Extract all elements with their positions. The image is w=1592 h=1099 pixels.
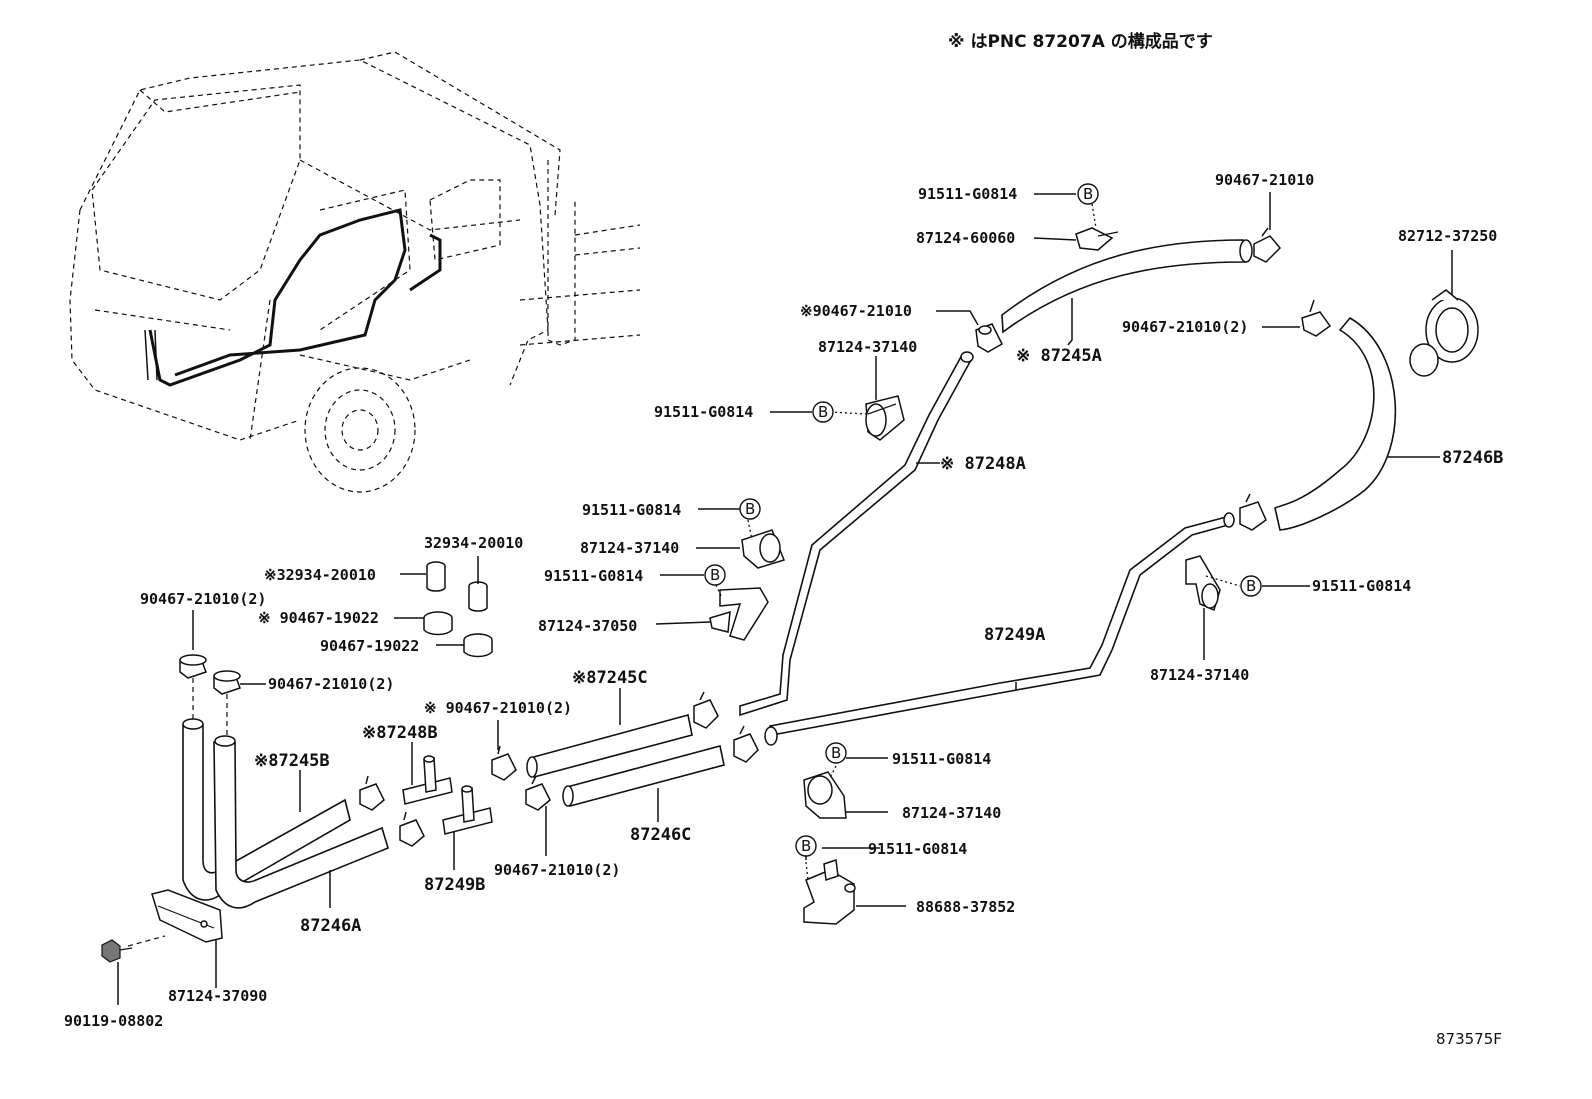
part-label: 90467-21010(2)	[268, 675, 394, 693]
part-label: 82712-37250	[1398, 227, 1497, 245]
clamp-icon	[491, 745, 517, 781]
part-label: ※87245B	[254, 751, 330, 771]
part-label: 90467-21010(2)	[494, 861, 620, 879]
bracket-icon	[741, 529, 785, 569]
clamp-icon	[1409, 289, 1479, 377]
clamp-icon	[975, 323, 1003, 353]
hose-87246B	[1274, 316, 1397, 531]
clamp-icon	[423, 611, 453, 636]
svg-text:B: B	[1083, 185, 1093, 203]
hoses	[182, 239, 1397, 909]
part-label: 91511-G0814	[544, 567, 643, 585]
b-marker: B	[739, 498, 761, 520]
part-label: 90119-08802	[64, 1012, 163, 1030]
part-label: 87246A	[300, 916, 361, 936]
part-label: 90467-21010(2)	[1122, 318, 1248, 336]
part-label: ※32934-20010	[264, 566, 376, 584]
part-label: 91511-G0814	[868, 840, 967, 858]
clamps	[179, 227, 1479, 847]
clamp-icon	[463, 633, 493, 658]
part-label: ※ 90467-21010(2)	[424, 699, 572, 717]
part-label: 87246C	[630, 825, 691, 845]
b-marker: B	[795, 835, 817, 857]
b-marker: B	[825, 742, 847, 764]
part-label: 90467-19022	[320, 637, 419, 655]
part-label: 91511-G0814	[918, 185, 1017, 203]
b-markers: B B B B B B B	[704, 183, 1262, 857]
hose-87246A	[213, 741, 389, 909]
svg-text:B: B	[801, 837, 811, 855]
leader-lines	[117, 192, 1453, 1005]
part-label: ※87248B	[362, 723, 438, 743]
b-marker: B	[1240, 575, 1262, 597]
drawing-code: 873575F	[1436, 1030, 1502, 1048]
bracket-icon	[803, 858, 856, 925]
bracket-icon	[1185, 555, 1221, 612]
clamp-icon	[525, 775, 551, 811]
clamp-icon	[1253, 227, 1282, 263]
part-label: ※ 87245A	[1016, 346, 1102, 366]
part-label: 91511-G0814	[654, 403, 753, 421]
component-note: ※ はPNC 87207A の構成品です	[948, 31, 1213, 52]
bolt-icon	[101, 939, 133, 963]
part-label: 87124-37140	[580, 539, 679, 557]
cap-icon	[468, 581, 488, 612]
b-marker: B	[1077, 183, 1099, 205]
b-marker: B	[812, 401, 834, 423]
clamp-icon	[1075, 227, 1119, 251]
svg-text:B: B	[1246, 577, 1256, 595]
bracket-icon	[709, 587, 769, 641]
part-label: 87124-37090	[168, 987, 267, 1005]
b-marker: B	[704, 564, 726, 586]
svg-text:B: B	[831, 744, 841, 762]
part-label: ※90467-21010	[800, 302, 912, 320]
clamp-icon	[1239, 493, 1267, 531]
cap-icon	[426, 561, 446, 592]
clamp-icon	[399, 811, 425, 847]
part-label: 87246B	[1442, 448, 1503, 468]
hose-87248A	[739, 353, 973, 717]
part-label: 87249A	[984, 625, 1045, 645]
clamp-icon	[359, 775, 385, 811]
svg-text:B: B	[818, 403, 828, 421]
part-label: 91511-G0814	[892, 750, 991, 768]
clamp-icon	[693, 691, 719, 729]
part-label: 87124-60060	[916, 229, 1015, 247]
part-label: 87249B	[424, 875, 485, 895]
part-label: ※ 90467-19022	[258, 609, 379, 627]
caps-joints	[402, 561, 493, 835]
part-label: ※ 87248A	[940, 454, 1026, 474]
t-joint-icon	[442, 785, 493, 835]
clamp-icon	[179, 654, 207, 679]
bracket-icon	[151, 889, 223, 943]
part-label: 91511-G0814	[1312, 577, 1411, 595]
truck-illustration	[69, 51, 641, 493]
clamp-icon	[1301, 299, 1332, 337]
svg-text:B: B	[745, 500, 755, 518]
part-label: ※87245C	[572, 668, 648, 688]
part-label: 87124-37140	[902, 804, 1001, 822]
part-label: 88688-37852	[916, 898, 1015, 916]
note-text: ※ はPNC 87207A の構成品です	[948, 31, 1213, 52]
part-label: 90467-21010	[1215, 171, 1314, 189]
clamp-icon	[733, 725, 759, 763]
brackets	[101, 395, 1221, 963]
part-label: 91511-G0814	[582, 501, 681, 519]
hose-87245B	[182, 724, 351, 901]
bracket-icon	[865, 395, 905, 441]
part-label: 87124-37140	[1150, 666, 1249, 684]
part-label: 87124-37050	[538, 617, 637, 635]
part-label: 87124-37140	[818, 338, 917, 356]
clamp-icon	[213, 670, 241, 695]
svg-text:B: B	[710, 566, 720, 584]
bracket-icon	[803, 771, 847, 819]
part-labels: 91511-G0814 87124-60060 90467-21010 8271…	[64, 171, 1503, 1030]
t-joint-icon	[402, 755, 453, 805]
part-label: 32934-20010	[424, 534, 523, 552]
part-label: 90467-21010(2)	[140, 590, 266, 608]
